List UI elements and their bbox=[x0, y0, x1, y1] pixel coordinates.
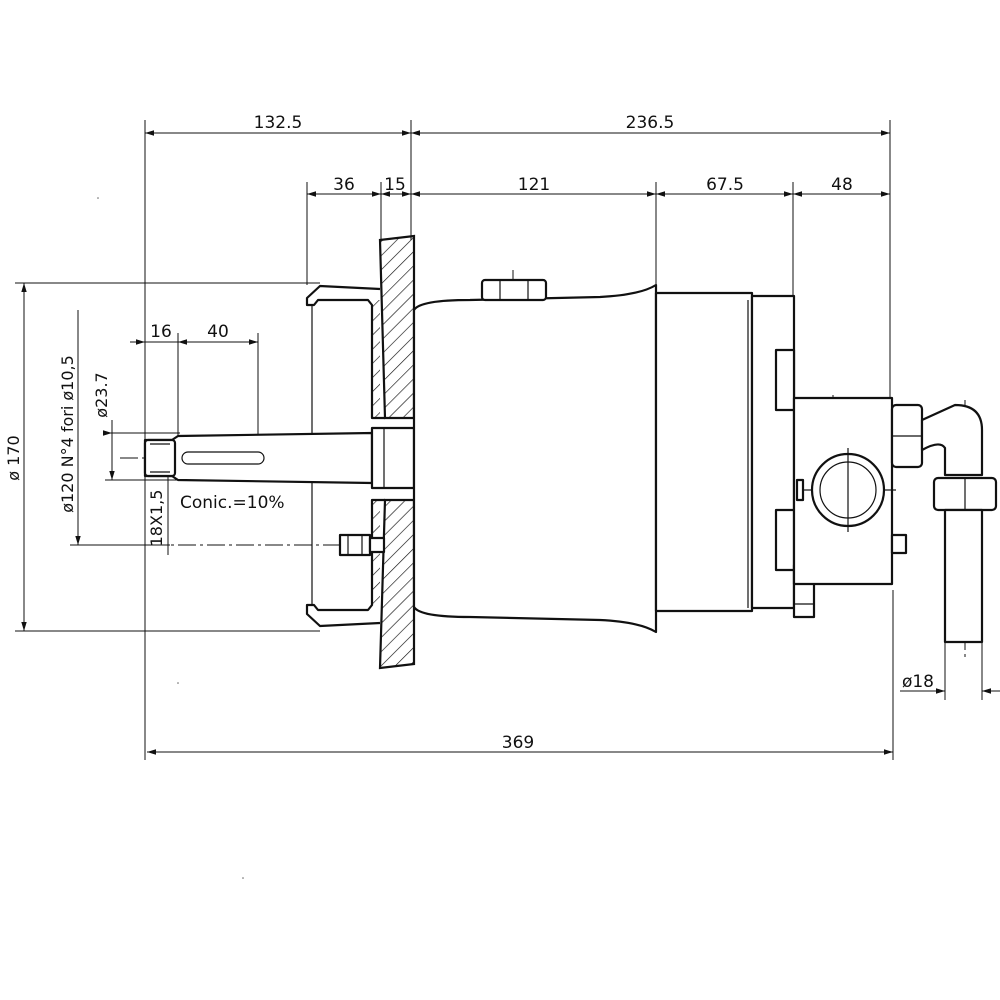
dim-overall-left: 132.5 bbox=[254, 113, 303, 133]
dim-pipe-diameter: ø18 bbox=[902, 672, 934, 692]
shaft bbox=[143, 426, 416, 490]
dim-flange-depth: 36 bbox=[333, 175, 355, 195]
pump-cover bbox=[654, 291, 816, 619]
dim-port-block-length: 48 bbox=[831, 175, 853, 195]
dim-overall-right: 236.5 bbox=[626, 113, 675, 133]
dim-thread: 18X1,5 bbox=[147, 490, 166, 547]
mounting-panel bbox=[378, 234, 416, 670]
dim-body-length: 121 bbox=[518, 175, 550, 195]
dim-total-length: 369 bbox=[502, 733, 534, 753]
port-block bbox=[792, 396, 908, 586]
dimension-lines bbox=[15, 120, 1000, 760]
dimension-labels: 132.5 236.5 36 15 121 67.5 48 16 40 369 … bbox=[4, 113, 934, 753]
pump-body bbox=[412, 278, 658, 634]
dim-flange-diameter: ø 170 bbox=[4, 435, 23, 480]
dim-shaft-offset: 16 bbox=[150, 322, 172, 342]
dim-bolt-circle: ø120 N°4 fori ø10,5 bbox=[58, 355, 77, 513]
dim-shaft-taper-length: 40 bbox=[207, 322, 229, 342]
scan-specks bbox=[97, 197, 244, 879]
dim-cover-length: 67.5 bbox=[706, 175, 744, 195]
taper-note: Conic.=10% bbox=[180, 493, 285, 513]
pipe-fitting bbox=[890, 403, 998, 644]
flange-bolt bbox=[338, 533, 386, 557]
dim-panel-thickness: 15 bbox=[384, 175, 406, 195]
dim-shaft-diameter: ø23.7 bbox=[92, 372, 111, 417]
